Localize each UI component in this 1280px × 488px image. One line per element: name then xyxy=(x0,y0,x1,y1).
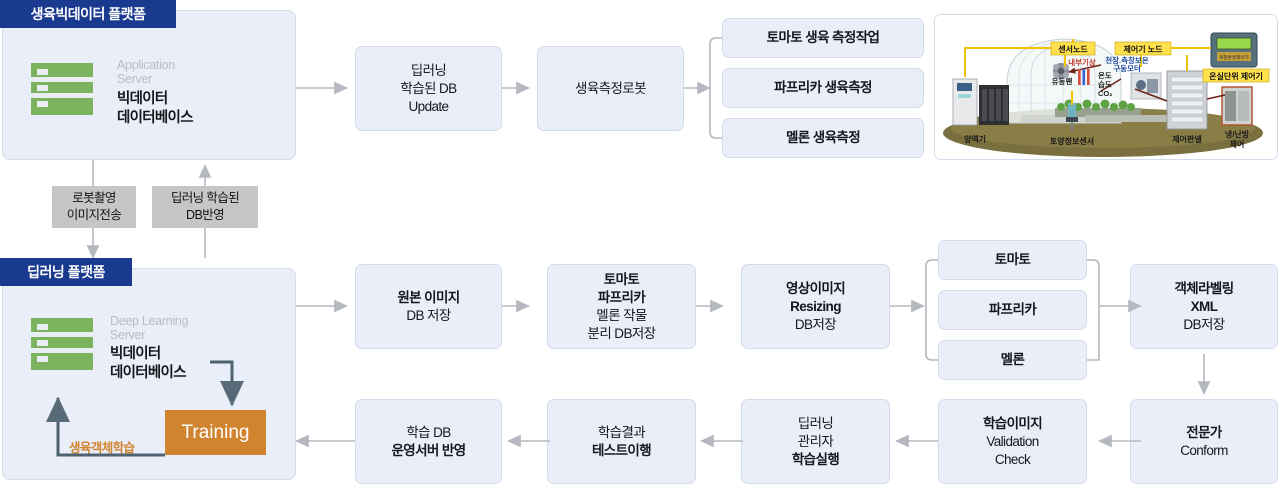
gh-label-fan: 유동팬 xyxy=(1052,76,1073,86)
box-tomato-measure-task-label: 토마토 생육 측정작업 xyxy=(766,30,880,45)
bigdata-server-subtitle-line1: Application xyxy=(117,58,175,72)
box-expert-conform-line2: Conform xyxy=(1180,442,1228,458)
label-db-reflect-line1: 딥러닝 학습된 xyxy=(170,191,240,205)
training-label: Training xyxy=(181,421,250,443)
box-crop-paprika-label: 파프리카 xyxy=(988,302,1037,317)
server-icon-application xyxy=(28,63,96,115)
box-image-resizing[interactable]: 영상이미지 Resizing DB저장 xyxy=(741,264,890,349)
bigdata-server-subtitle: Application Server xyxy=(117,58,175,86)
box-dl-manager-run-line2: 관리자 xyxy=(797,433,834,449)
gh-device-badge-text: 복합환경제어기 xyxy=(1219,54,1249,61)
box-training-image-validation-line1: 학습이미지 xyxy=(982,415,1043,431)
box-dl-db-update[interactable]: 딥러닝 학습된 DB Update xyxy=(355,46,502,131)
label-db-reflect-line2: DB반영 xyxy=(186,208,225,222)
box-training-db-deploy-line1: 학습 DB xyxy=(406,424,451,440)
box-original-image-db[interactable]: 원본 이미지 DB 저장 xyxy=(355,264,502,349)
box-crop-tomato[interactable]: 토마토 xyxy=(938,240,1087,280)
box-tomato-measure-task[interactable]: 토마토 생육 측정작업 xyxy=(722,18,924,58)
box-paprika-measure[interactable]: 파프리카 생육측정 xyxy=(722,68,924,108)
box-dl-db-update-line2: 학습된 DB xyxy=(400,80,457,96)
box-training-db-deploy-line2: 운영서버 반영 xyxy=(391,442,466,458)
box-object-labeling-xml-line3: DB저장 xyxy=(1183,316,1225,332)
gh-label-motor-line1: 천장.측창보온 xyxy=(1105,55,1149,65)
box-dl-manager-run-line3: 학습실행 xyxy=(791,451,840,467)
gh-label-cooling-line2: 제어 xyxy=(1230,139,1245,149)
box-original-image-db-line2: DB 저장 xyxy=(406,307,451,323)
dl-server-title-line2: 데이터베이스 xyxy=(110,365,187,381)
box-training-db-deploy[interactable]: 학습 DB 운영서버 반영 xyxy=(355,399,502,484)
label-robot-upload-line2: 이미지전송 xyxy=(66,208,122,222)
panel-title-deeplearning: 딥러닝 플랫폼 xyxy=(0,258,132,286)
box-crop-split-db-line3: 멜론 작물 xyxy=(596,307,647,323)
gh-label-controller-node: 제어기 노드 xyxy=(1123,44,1163,54)
gh-label-co2: CO₂ xyxy=(1098,89,1113,98)
training-box[interactable]: Training xyxy=(165,410,266,455)
box-crop-split-db-line1: 토마토 xyxy=(603,271,640,287)
dl-server-subtitle: Deep Learning Server xyxy=(110,314,188,342)
server-icon-deep-learning xyxy=(28,318,96,370)
greenhouse-illustration: 복합환경제어기 xyxy=(935,15,1277,159)
bigdata-server-title-line2: 데이터베이스 xyxy=(117,110,194,126)
greenhouse-photo-frame: 복합환경제어기 xyxy=(934,14,1278,160)
box-dl-manager-run-line1: 딥러닝 xyxy=(797,415,834,431)
box-object-labeling-xml-line2: XML xyxy=(1190,298,1218,314)
panel-title-deeplearning-label: 딥러닝 플랫폼 xyxy=(27,264,105,280)
box-growth-robot-label: 생육측정로봇 xyxy=(575,80,647,96)
box-original-image-db-line1: 원본 이미지 xyxy=(397,289,460,305)
box-expert-conform[interactable]: 전문가 Conform xyxy=(1130,399,1278,484)
box-dl-db-update-line1: 딥러닝 xyxy=(410,62,447,78)
gh-label-cooling-line1: 냉/난방 xyxy=(1225,129,1250,139)
box-crop-split-db-line4: 분리 DB저장 xyxy=(587,325,657,341)
gh-label-humidity: 습도 xyxy=(1098,79,1112,89)
dl-server-title-line1: 빅데이터 xyxy=(110,346,161,362)
box-training-image-validation-line3: Check xyxy=(994,451,1031,467)
label-robot-upload: 로봇촬영 이미지전송 xyxy=(52,186,136,228)
box-object-labeling-xml-line1: 객체라벨링 xyxy=(1174,280,1234,296)
box-expert-conform-line1: 전문가 xyxy=(1186,424,1222,440)
bigdata-server-title-line1: 빅데이터 xyxy=(117,91,168,107)
box-image-resizing-line1: 영상이미지 xyxy=(785,280,846,296)
box-training-result-test-line2: 테스트이행 xyxy=(591,442,652,458)
panel-title-bigdata-label: 생육빅데이터 플랫폼 xyxy=(30,6,146,22)
gh-label-nutrient: 양액기 xyxy=(964,134,986,144)
panel-title-bigdata: 생육빅데이터 플랫폼 xyxy=(0,0,176,28)
box-training-result-test[interactable]: 학습결과 테스트이행 xyxy=(547,399,696,484)
gh-label-indoor-weather: 내부기상 xyxy=(1068,57,1096,67)
box-crop-split-db[interactable]: 토마토 파프리카 멜론 작물 분리 DB저장 xyxy=(547,264,696,349)
box-crop-melon[interactable]: 멜론 xyxy=(938,340,1087,380)
box-crop-melon-label: 멜론 xyxy=(1000,352,1025,367)
box-crop-split-db-line2: 파프리카 xyxy=(597,289,646,305)
box-training-image-validation-line2: Validation xyxy=(986,433,1039,449)
box-object-labeling-xml[interactable]: 객체라벨링 XML DB저장 xyxy=(1130,264,1278,349)
gh-label-temperature: 온도 xyxy=(1098,71,1112,80)
box-melon-measure[interactable]: 멜론 생육측정 xyxy=(722,118,924,158)
label-db-reflect: 딥러닝 학습된 DB반영 xyxy=(152,186,258,228)
gh-label-sensor-node: 센서노드 xyxy=(1058,44,1088,54)
dl-server-subtitle-line1: Deep Learning xyxy=(110,314,189,328)
box-image-resizing-line2: Resizing xyxy=(790,298,841,314)
box-training-image-validation[interactable]: 학습이미지 Validation Check xyxy=(938,399,1087,484)
dl-server-title: 빅데이터 데이터베이스 xyxy=(110,345,187,383)
box-melon-measure-label: 멜론 생육측정 xyxy=(785,130,861,145)
box-dl-manager-run[interactable]: 딥러닝 관리자 학습실행 xyxy=(741,399,890,484)
box-training-result-test-line1: 학습결과 xyxy=(597,424,646,440)
bigdata-server-title: 빅데이터 데이터베이스 xyxy=(117,90,194,128)
label-robot-upload-line1: 로봇촬영 xyxy=(72,191,116,205)
box-image-resizing-line3: DB저장 xyxy=(794,316,837,332)
training-caption: 생육객체학습 xyxy=(69,441,135,455)
gh-label-motor-line2: 구동모터 xyxy=(1113,63,1141,73)
box-crop-paprika[interactable]: 파프리카 xyxy=(938,290,1087,330)
box-dl-db-update-line3: Update xyxy=(408,98,450,114)
box-paprika-measure-label: 파프리카 생육측정 xyxy=(774,80,872,95)
box-crop-tomato-label: 토마토 xyxy=(994,252,1031,267)
bigdata-server-subtitle-line2: Server xyxy=(117,72,153,86)
gh-label-soil-sensor: 토양정보센서 xyxy=(1050,136,1094,146)
dl-server-subtitle-line2: Server xyxy=(110,328,146,342)
gh-label-control-panel: 제어판넬 xyxy=(1172,134,1201,144)
box-growth-robot[interactable]: 생육측정로봇 xyxy=(537,46,684,131)
gh-label-unit-controller: 온실단위 제어기 xyxy=(1209,71,1263,81)
